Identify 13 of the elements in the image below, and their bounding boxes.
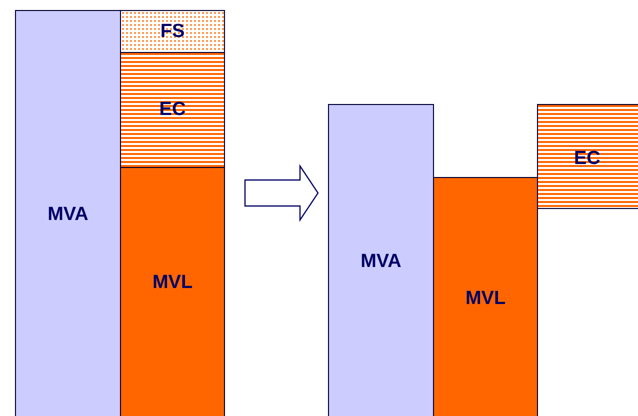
bar-label: MVL — [465, 288, 506, 310]
mvl-bar — [433, 177, 538, 416]
bar-label: MVL — [152, 272, 193, 294]
mva-bar — [328, 104, 434, 416]
ec-bar — [120, 52, 225, 168]
bar-label: FS — [160, 20, 185, 42]
mvl-bar — [120, 167, 225, 416]
mva-bar — [15, 10, 121, 416]
fs-bar — [120, 10, 225, 53]
block-arrow — [244, 164, 319, 222]
bar-label: MVA — [48, 204, 88, 226]
ec-bar — [537, 104, 638, 209]
bar-label: MVA — [360, 251, 402, 273]
